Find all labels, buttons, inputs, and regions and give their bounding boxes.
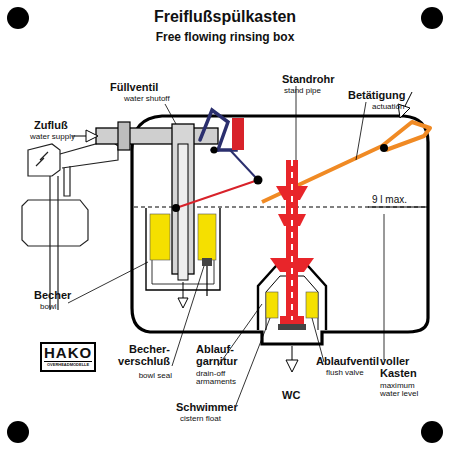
part-label: bowl <box>40 303 56 311</box>
part-label: actuation <box>372 103 404 111</box>
logo-box: HAKOOVERHEADMODELLE <box>40 342 96 372</box>
part-label: water supply <box>30 133 75 141</box>
part-label: bowl seal <box>124 372 172 380</box>
part-label: voller Kasten <box>380 356 428 379</box>
part-label: Ablaufventil <box>316 356 379 368</box>
part-label: Becher <box>34 290 71 302</box>
part-label: water shutoff <box>124 95 170 103</box>
part-label: Zufluß <box>34 120 68 132</box>
part-label: Betätigung <box>348 90 405 102</box>
part-label: drain-off armaments <box>196 370 242 387</box>
part-label: maximum water level <box>380 382 420 399</box>
title: Freiflußspülkasten <box>0 9 450 26</box>
part-label: Füllventil <box>110 82 158 94</box>
part-label: 9 l max. <box>372 195 407 206</box>
part-label: WC <box>282 390 300 402</box>
logo-text: HAKO <box>44 345 92 361</box>
part-label: Ablauf- garnitur <box>196 344 252 367</box>
part-label: flush valve <box>326 369 364 377</box>
part-label: cistern float <box>180 415 221 423</box>
part-label: Standrohr <box>282 74 335 86</box>
part-label: Free flowing rinsing box <box>0 31 450 44</box>
part-label: Becher- verschluß <box>108 344 170 367</box>
part-label: Schwimmer <box>176 402 238 414</box>
part-label: stand pipe <box>284 87 321 95</box>
logo-subtext: OVERHEADMODELLE <box>44 361 92 367</box>
